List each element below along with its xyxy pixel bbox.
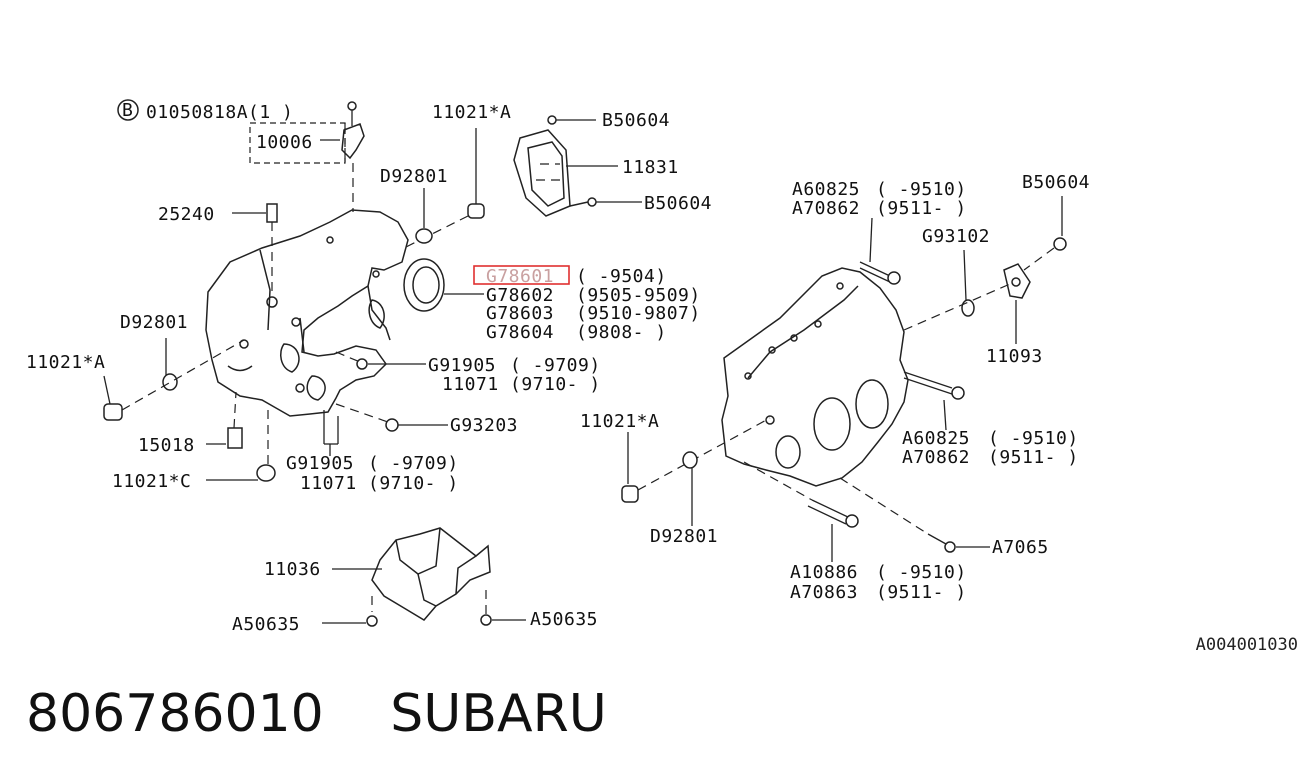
footer-part-number: 806786010 — [26, 684, 324, 744]
label-a70862-top[interactable]: A70862 — [792, 198, 860, 219]
label-g78603-range: (9510-9807) — [576, 303, 701, 324]
label-11831[interactable]: 11831 — [622, 157, 679, 178]
b-circle-letter: B — [122, 100, 133, 121]
label-a50635-right[interactable]: A50635 — [530, 609, 598, 630]
label-a60825-top-range: ( -9510) — [876, 179, 967, 200]
label-d92801-left[interactable]: D92801 — [120, 312, 188, 333]
diagram-reference-code: A004001030 — [1195, 635, 1298, 655]
label-11036[interactable]: 11036 — [264, 559, 321, 580]
label-g78601[interactable]: G78601 — [486, 266, 554, 287]
label-g93203[interactable]: G93203 — [450, 415, 518, 436]
label-g91905-low[interactable]: G91905 — [286, 453, 354, 474]
label-a60825-low-range: ( -9510) — [988, 428, 1079, 449]
plug-11093-drawing — [903, 196, 1067, 344]
sensor-15018-drawing — [206, 391, 276, 482]
label-g78601-range: ( -9504) — [576, 266, 667, 287]
label-g91905-mid[interactable]: G91905 — [428, 355, 496, 376]
label-a7065[interactable]: A7065 — [992, 537, 1049, 558]
label-a10886[interactable]: A10886 — [790, 562, 858, 583]
plug-11021a-top-drawing — [403, 128, 485, 249]
plug-11021a-left-drawing — [103, 338, 245, 421]
label-11071-low-range: (9710- ) — [368, 473, 459, 494]
label-a70863[interactable]: A70863 — [790, 582, 858, 603]
label-15018[interactable]: 15018 — [138, 435, 195, 456]
footer-caption: 806786010 SUBARU — [26, 684, 607, 744]
plug-g91905-low-drawing — [323, 410, 339, 456]
label-a70863-range: (9511- ) — [876, 582, 967, 603]
bolt-a60825-low-drawing — [903, 371, 965, 431]
label-01050818a[interactable]: 01050818A(1 ) — [146, 102, 293, 123]
label-a10886-range: ( -9510) — [876, 562, 967, 583]
part-labels: B 01050818A(1 ) 10006 11021*A B50604 118… — [26, 99, 1090, 635]
left-cylinder-block-drawing — [205, 209, 409, 417]
footer-brand: SUBARU — [390, 684, 607, 744]
label-11021a-top[interactable]: 11021*A — [432, 102, 511, 123]
label-11071-mid-range: (9710- ) — [510, 374, 601, 395]
label-11093[interactable]: 11093 — [986, 346, 1043, 367]
bracket-10006-drawing — [249, 101, 365, 212]
bolt-a60825-top-drawing — [859, 217, 901, 285]
right-cylinder-block-drawing — [721, 267, 909, 487]
g78601-highlight-box — [473, 265, 570, 285]
label-g78603[interactable]: G78603 — [486, 303, 554, 324]
label-g78602[interactable]: G78602 — [486, 285, 554, 306]
label-25240[interactable]: 25240 — [158, 204, 215, 225]
cover-11831-drawing — [513, 115, 642, 217]
label-b50604-mid[interactable]: B50604 — [644, 193, 712, 214]
label-g93102[interactable]: G93102 — [922, 226, 990, 247]
bolt-25240-drawing — [232, 203, 278, 296]
oil-seal-drawing — [403, 258, 484, 312]
label-11071-mid[interactable]: 11071 — [442, 374, 499, 395]
label-a60825-low[interactable]: A60825 — [902, 428, 970, 449]
baffle-11036-drawing — [322, 527, 526, 627]
label-a70862-top-range: (9511- ) — [876, 198, 967, 219]
label-a70862-low-range: (9511- ) — [988, 447, 1079, 468]
b-circle-icon — [117, 99, 139, 121]
plug-11021a-right-drawing — [621, 417, 771, 526]
label-11021a-right[interactable]: 11021*A — [580, 411, 659, 432]
label-g91905-low-range: ( -9709) — [368, 453, 459, 474]
label-g78604[interactable]: G78604 — [486, 322, 554, 343]
label-d92801-top[interactable]: D92801 — [380, 166, 448, 187]
label-d92801-right[interactable]: D92801 — [650, 526, 718, 547]
label-g78604-range: (9808- ) — [576, 322, 667, 343]
label-11021c[interactable]: 11021*C — [112, 471, 191, 492]
label-10006[interactable]: 10006 — [256, 132, 313, 153]
label-g91905-mid-range: ( -9709) — [510, 355, 601, 376]
bolt-a10886-drawing — [743, 461, 990, 562]
label-b50604-right[interactable]: B50604 — [1022, 172, 1090, 193]
plug-g91905-drawing — [335, 351, 448, 432]
label-11071-low[interactable]: 11071 — [300, 473, 357, 494]
label-a70862-low[interactable]: A70862 — [902, 447, 970, 468]
label-11021a-left[interactable]: 11021*A — [26, 352, 105, 373]
label-a50635-left[interactable]: A50635 — [232, 614, 300, 635]
label-a60825-top[interactable]: A60825 — [792, 179, 860, 200]
label-b50604-top[interactable]: B50604 — [602, 110, 670, 131]
label-g78602-range: (9505-9509) — [576, 285, 701, 306]
